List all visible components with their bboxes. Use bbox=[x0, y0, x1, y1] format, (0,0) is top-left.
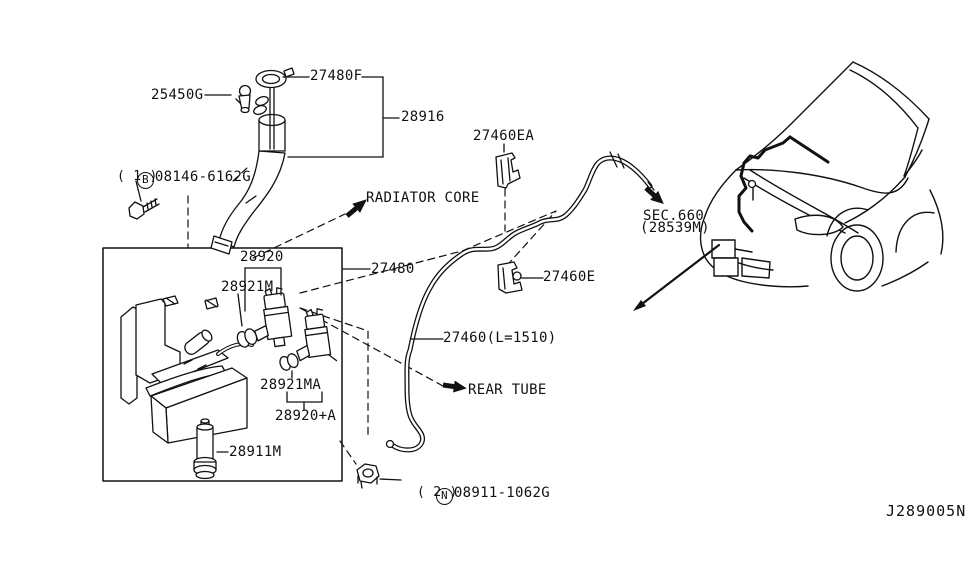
drawing-id: J289005N bbox=[886, 502, 967, 520]
tube-clip-upper-drawing bbox=[496, 153, 520, 188]
rear-tube-arrow bbox=[442, 380, 467, 393]
annotation-sec660: SEC.660 bbox=[643, 208, 705, 224]
filler-neck-drawing bbox=[211, 68, 294, 254]
bolt-drawing bbox=[129, 199, 159, 219]
part-label-27460EA[interactable]: 27460EA bbox=[473, 128, 535, 144]
pump-grommet-rear-drawing bbox=[278, 352, 300, 371]
washer-pump-rear-drawing bbox=[291, 307, 336, 366]
annotation-rear-tube: REAR TUBE bbox=[468, 382, 547, 398]
qty-label-bolt: ( 1 ) bbox=[117, 169, 158, 184]
leader-lines bbox=[136, 77, 543, 480]
part-label-28920A[interactable]: 28920+A bbox=[275, 408, 337, 424]
sec660-arrow bbox=[644, 186, 664, 205]
car-pointer-arrow bbox=[633, 245, 719, 311]
nut-drawing bbox=[357, 464, 379, 488]
annotation-sec660-ref: (28539M) bbox=[640, 220, 710, 236]
radiator-core-arrow bbox=[345, 199, 367, 218]
annotation-radiator-core: RADIATOR CORE bbox=[366, 190, 480, 206]
level-switch-drawing bbox=[236, 86, 251, 113]
part-label-28911M[interactable]: 28911M bbox=[229, 444, 282, 460]
tank-pump-drawing bbox=[194, 419, 216, 479]
part-label-25450G[interactable]: 25450G bbox=[151, 87, 204, 103]
washer-tank-drawing bbox=[121, 296, 252, 443]
circled-n-icon: N bbox=[435, 488, 453, 505]
part-label-27460E[interactable]: 27460E bbox=[543, 269, 596, 285]
car-outline-drawing bbox=[701, 62, 943, 291]
part-label-27460L[interactable]: 27460(L=1510) bbox=[443, 330, 557, 346]
washer-pump-front-drawing bbox=[249, 287, 293, 349]
tube-clip-lower-drawing bbox=[498, 262, 522, 293]
part-label-27480[interactable]: 27480 bbox=[371, 261, 415, 277]
circled-b-icon: B bbox=[136, 172, 154, 189]
direction-arrows bbox=[345, 186, 719, 393]
pump-grommet-front-drawing bbox=[235, 327, 258, 349]
part-label-27480F[interactable]: 27480F bbox=[310, 68, 363, 84]
part-label-28916[interactable]: 28916 bbox=[401, 109, 445, 125]
hood-tube-drawing bbox=[739, 137, 828, 231]
washer-tube-drawing bbox=[387, 152, 655, 450]
qty-label-nut: ( 2 ) bbox=[417, 485, 458, 500]
part-label-28921MA[interactable]: 28921MA bbox=[260, 377, 322, 393]
part-label-28920[interactable]: 28920 bbox=[240, 249, 284, 265]
part-label-28921M[interactable]: 28921M bbox=[221, 279, 274, 295]
